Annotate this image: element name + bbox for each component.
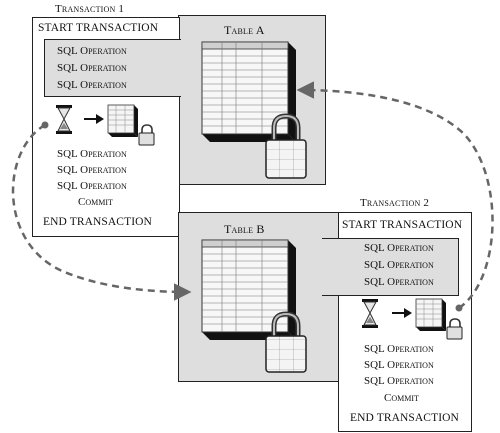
transaction-2-op-top-1: SQL Operation [364,242,434,254]
transaction-1-op-top-3: SQL Operation [57,79,127,91]
transaction-1-op-bottom-2: SQL Operation [57,164,127,176]
transaction-1-arrow-icon [84,114,104,124]
transaction-2-commit: Commit [384,392,419,404]
transaction-1-op-top-2: SQL Operation [57,62,127,74]
transaction-2-op-top-2: SQL Operation [364,259,434,271]
table-a-icon [201,41,296,142]
transaction-2-caption: Transaction 2 [360,197,430,209]
transaction-2-sql-band [322,238,459,296]
transaction-2-start: START TRANSACTION [342,219,463,231]
table-b-title: Table B [224,222,265,236]
transaction-2-hourglass-icon [362,299,378,328]
transaction-2-lock-icon [446,318,463,340]
wait-arrow-t2-to-table-a [296,81,494,310]
wait-arrow-t1-to-table-b [11,123,192,301]
transaction-2-table-icon [415,298,446,331]
transaction-2-arrow-icon [392,308,412,318]
transaction-2-op-bottom-2: SQL Operation [364,359,434,371]
transaction-1-op-bottom-1: SQL Operation [57,148,127,160]
transaction-1-hourglass-icon [56,105,72,134]
transaction-1-op-bottom-3: SQL Operation [57,180,127,192]
transaction-2-end: END TRANSACTION [350,412,459,424]
transaction-2-op-bottom-1: SQL Operation [364,343,434,355]
transaction-1-commit: Commit [78,196,113,208]
table-a-title: Table A [224,23,265,37]
transaction-1-start: START TRANSACTION [38,22,159,34]
table-b-lock-icon [265,311,307,373]
transaction-1-sql-band [44,39,181,97]
transaction-1-op-top-1: SQL Operation [57,45,127,57]
transaction-2-op-top-3: SQL Operation [364,276,434,288]
transaction-1-table-icon [107,104,138,137]
table-a-lock-icon [265,113,307,179]
transaction-1-end: END TRANSACTION [43,216,152,228]
table-b-icon [201,239,296,340]
deadlock-arrows [11,81,494,312]
transaction-2-op-bottom-3: SQL Operation [364,375,434,387]
transaction-1-caption: Transaction 1 [55,3,125,15]
transaction-1-lock-icon [138,124,155,146]
